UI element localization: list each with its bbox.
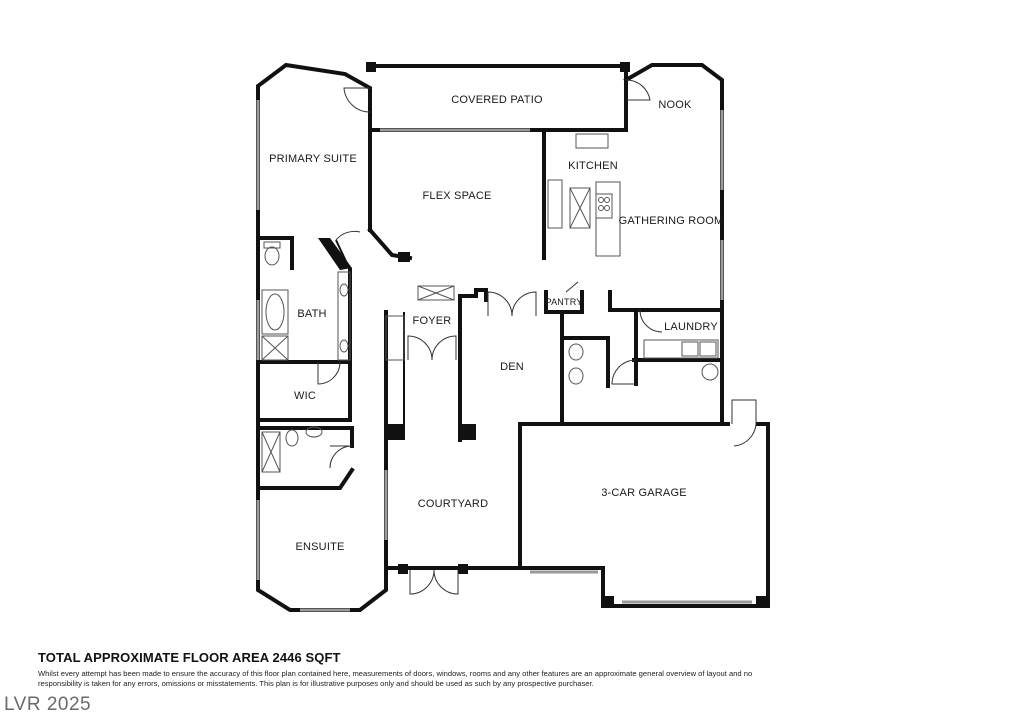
- room-primary-suite: PRIMARY SUITE: [269, 153, 357, 165]
- outer-walls: [256, 62, 770, 612]
- room-nook: NOOK: [658, 99, 692, 111]
- room-covered-patio: COVERED PATIO: [451, 94, 543, 106]
- room-den: DEN: [500, 361, 524, 373]
- room-bath: BATH: [297, 308, 326, 320]
- fixtures: [261, 133, 719, 473]
- watermark: LVR 2025: [4, 694, 92, 715]
- room-labels: COVERED PATIO NOOK PRIMARY SUITE KITCHEN…: [269, 94, 723, 553]
- columns: [318, 62, 768, 608]
- room-ensuite: ENSUITE: [295, 541, 344, 553]
- room-laundry: LAUNDRY: [664, 321, 718, 333]
- room-kitchen: KITCHEN: [568, 160, 618, 172]
- disclaimer-text: Whilst every attempt has been made to en…: [38, 669, 753, 688]
- room-gathering-room: GATHERING ROOM: [619, 215, 724, 227]
- floor-area-title: TOTAL APPROXIMATE FLOOR AREA 2446 SQFT: [38, 650, 341, 665]
- room-wic: WIC: [294, 390, 316, 402]
- room-courtyard: COURTYARD: [418, 498, 488, 510]
- doors: [317, 79, 757, 595]
- room-foyer: FOYER: [413, 315, 452, 327]
- room-pantry: PANTRY: [546, 297, 583, 307]
- windows: [256, 100, 752, 612]
- room-garage: 3-CAR GARAGE: [601, 487, 687, 499]
- room-flex-space: FLEX SPACE: [422, 190, 491, 202]
